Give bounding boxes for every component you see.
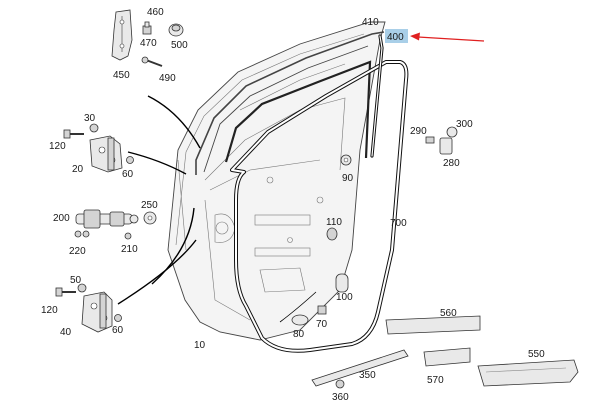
door-shell	[167, 21, 386, 341]
bolt-210	[124, 232, 132, 240]
plate-280	[439, 137, 453, 155]
label-210: 210	[121, 244, 138, 255]
door-seal	[230, 60, 409, 353]
label-700: 700	[390, 218, 407, 229]
window-channel	[195, 31, 385, 175]
label-490: 490	[159, 73, 176, 84]
label-80: 80	[293, 329, 305, 340]
label-400: 400	[387, 32, 404, 43]
label-60a: 60	[122, 169, 134, 180]
part-labels: 460 470 500 450 490 410 400 30 120 20 60…	[41, 7, 545, 403]
nut-50	[77, 283, 87, 293]
label-20: 20	[72, 164, 84, 175]
cover-100	[335, 273, 349, 293]
grommet-90	[340, 154, 352, 166]
label-460: 460	[147, 7, 164, 18]
window-seal-400	[370, 34, 384, 158]
label-280: 280	[443, 158, 460, 169]
label-550: 550	[528, 349, 545, 360]
lower-hinge-40	[81, 291, 113, 333]
label-220: 220	[69, 246, 86, 257]
clip-290	[425, 136, 435, 144]
sill-350	[311, 349, 409, 387]
label-560: 560	[440, 308, 457, 319]
label-450: 450	[113, 70, 130, 81]
upper-hinge-20	[89, 135, 123, 173]
label-90: 90	[342, 173, 354, 184]
label-40: 40	[60, 327, 72, 338]
label-570: 570	[427, 375, 444, 386]
washer-250	[143, 211, 157, 225]
label-50: 50	[70, 275, 82, 286]
label-200: 200	[53, 213, 70, 224]
bolt-120a	[63, 129, 84, 139]
bracket-450	[111, 9, 133, 61]
clip-360	[335, 379, 345, 389]
screw-470	[142, 21, 152, 35]
nut-30	[89, 123, 99, 133]
check-strap-200	[75, 209, 139, 229]
label-360: 360	[332, 392, 349, 403]
red-arrow	[410, 32, 485, 42]
label-70: 70	[316, 319, 328, 330]
bolt-490	[141, 56, 163, 67]
label-250: 250	[141, 200, 158, 211]
plug-110	[326, 227, 338, 241]
screw-70	[317, 305, 327, 315]
label-120a: 120	[49, 141, 66, 152]
label-30: 30	[84, 113, 96, 124]
bolt-60b	[114, 314, 122, 322]
label-10: 10	[194, 340, 206, 351]
label-290: 290	[410, 126, 427, 137]
pad-80	[291, 314, 309, 326]
cap-300	[446, 126, 458, 138]
trim-570	[423, 347, 471, 367]
label-300: 300	[456, 119, 473, 130]
label-410: 410	[362, 17, 379, 28]
label-470: 470	[140, 38, 157, 49]
label-120b: 120	[41, 305, 58, 316]
cap-500	[168, 23, 184, 37]
label-100: 100	[336, 292, 353, 303]
trim-560	[385, 315, 481, 335]
label-350: 350	[359, 370, 376, 381]
bolt-60a	[126, 156, 134, 164]
bolt-120b	[55, 287, 76, 297]
bolt-220	[74, 230, 90, 238]
label-60b: 60	[112, 325, 124, 336]
highlight-box	[385, 29, 408, 43]
leader-lines	[117, 95, 317, 323]
label-110: 110	[326, 217, 342, 228]
panel-550	[477, 359, 579, 387]
label-500: 500	[171, 40, 188, 51]
